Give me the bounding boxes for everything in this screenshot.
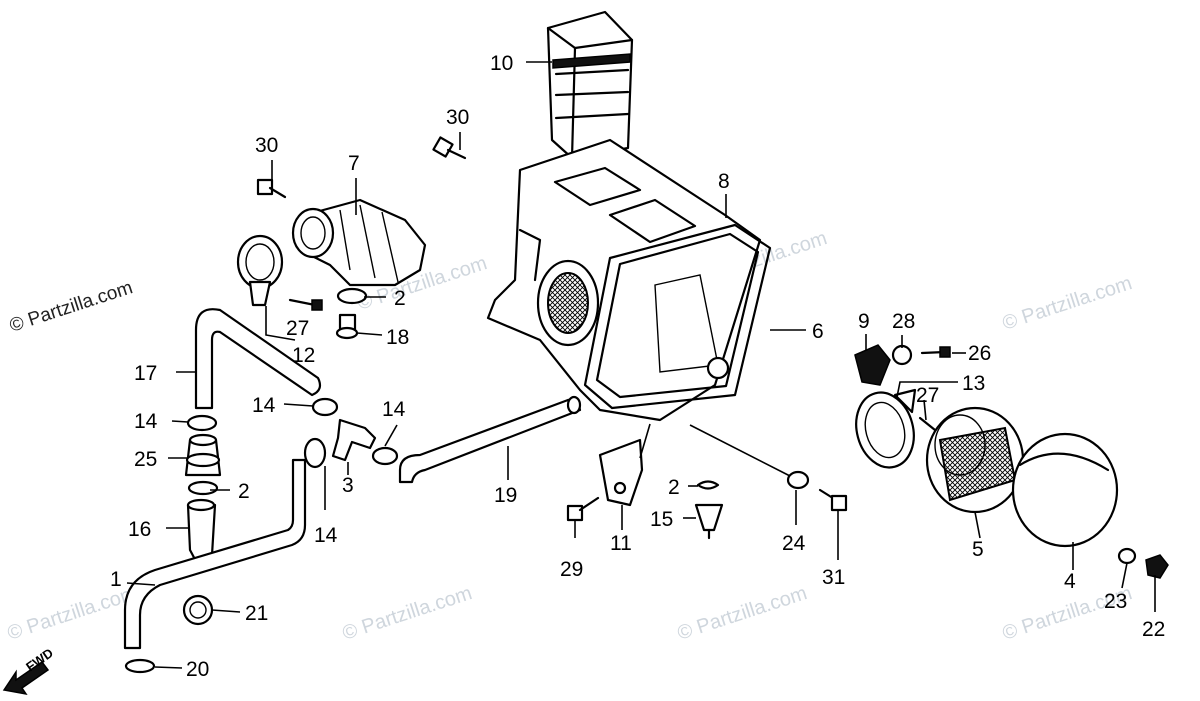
part-2-clip-upper[interactable] xyxy=(336,287,368,305)
part-15-drain-cap[interactable] xyxy=(694,503,724,540)
callout-15: 15 xyxy=(650,508,673,531)
part-27-screw-right[interactable] xyxy=(918,416,937,432)
watermark-text: © Partzilla.com xyxy=(7,277,135,337)
callout-14-a: 14 xyxy=(134,410,158,433)
callout-14-c: 14 xyxy=(382,398,406,421)
part-12-clamp-band[interactable] xyxy=(236,234,284,307)
callout-24: 24 xyxy=(782,532,806,555)
part-8-air-cleaner-case[interactable] xyxy=(486,138,772,422)
part-14-clamp-c[interactable] xyxy=(311,397,339,417)
callout-25: 25 xyxy=(134,448,157,471)
callout-10: 10 xyxy=(490,52,513,75)
watermark-text: © Partzilla.com xyxy=(1000,0,1135,1)
leader-lines xyxy=(126,61,1156,669)
callout-31: 31 xyxy=(822,566,845,589)
watermark-text: © Partzilla.com xyxy=(675,582,810,645)
part-21-clamp[interactable] xyxy=(182,594,214,626)
callout-14-d: 14 xyxy=(314,524,338,547)
part-23-washer[interactable] xyxy=(1117,547,1137,565)
part-26-screw[interactable] xyxy=(920,346,951,358)
callout-23: 23 xyxy=(1104,590,1127,613)
callout-20: 20 xyxy=(186,658,209,681)
callout-19: 19 xyxy=(494,484,517,507)
part-28-grommet[interactable] xyxy=(891,344,913,366)
part-5-filter-element[interactable] xyxy=(925,406,1025,514)
callout-3: 3 xyxy=(342,474,354,497)
callout-30-upper: 30 xyxy=(446,106,469,129)
callout-13: 13 xyxy=(962,372,985,395)
part-30-bolt-left[interactable] xyxy=(256,178,287,199)
callout-29: 29 xyxy=(560,558,583,581)
callout-4: 4 xyxy=(1064,570,1076,593)
part-24-washer[interactable] xyxy=(786,470,810,490)
fwd-arrow: FWD xyxy=(2,645,56,696)
part-29-bolt[interactable] xyxy=(566,496,600,522)
callout-11: 11 xyxy=(610,532,632,555)
callout-30-left: 30 xyxy=(255,134,278,157)
part-2-clip-left[interactable] xyxy=(187,480,219,496)
part-14-clamp-a[interactable] xyxy=(186,414,218,432)
part-18-drain-plug[interactable] xyxy=(335,313,359,340)
callout-8: 8 xyxy=(718,170,730,193)
callout-27-left: 27 xyxy=(286,317,309,340)
part-14-clamp-d[interactable] xyxy=(371,446,399,466)
callout-16: 16 xyxy=(128,518,151,541)
callout-7: 7 xyxy=(348,152,360,175)
callout-21: 21 xyxy=(245,602,268,625)
part-14-clamp-b[interactable] xyxy=(303,437,327,469)
callout-28: 28 xyxy=(892,310,915,333)
part-1-breather-tube-lower[interactable] xyxy=(123,458,307,650)
callout-17: 17 xyxy=(134,362,157,385)
part-25-joint[interactable] xyxy=(184,433,222,477)
part-30-bolt-upper[interactable] xyxy=(432,136,467,160)
watermark-text: © Partzilla.com xyxy=(670,0,805,1)
callout-9: 9 xyxy=(858,310,870,333)
callout-14-b: 14 xyxy=(252,394,276,417)
watermark-text: © Partzilla.com xyxy=(1000,272,1135,335)
callout-5: 5 xyxy=(972,538,984,561)
part-3-t-joint[interactable] xyxy=(331,418,377,462)
watermark-text: © Partzilla.com xyxy=(330,0,465,1)
part-4-filter-cover[interactable] xyxy=(1011,432,1119,548)
callout-27-right: 27 xyxy=(916,384,939,407)
part-10-intake-funnel[interactable] xyxy=(546,10,634,160)
part-31-bolt[interactable] xyxy=(818,488,848,512)
callout-2-right: 2 xyxy=(668,476,680,499)
part-17-breather-tube-upper[interactable] xyxy=(194,308,322,410)
part-11-bracket[interactable] xyxy=(598,438,644,507)
part-13-filter-band[interactable] xyxy=(848,386,922,474)
callout-6: 6 xyxy=(812,320,824,343)
callout-22: 22 xyxy=(1142,618,1165,641)
part-22-nut[interactable] xyxy=(1145,554,1169,579)
part-27-screw-left[interactable] xyxy=(288,298,323,311)
part-7-intake-boot[interactable] xyxy=(291,198,427,287)
callout-12: 12 xyxy=(292,344,315,367)
part-2-clip-right[interactable] xyxy=(696,480,720,490)
part-16-drain-tube[interactable] xyxy=(186,498,217,567)
callout-18: 18 xyxy=(386,326,409,349)
part-9-holder[interactable] xyxy=(854,344,891,386)
callout-2-left: 2 xyxy=(238,480,250,503)
part-20-clip[interactable] xyxy=(124,658,156,674)
callout-labels: 10 30 30 7 8 6 2 18 27 12 17 14 14 14 25… xyxy=(110,52,1165,681)
watermark-text: © Partzilla.com xyxy=(5,582,140,645)
callout-26: 26 xyxy=(968,342,991,365)
part-19-breather-tube-right[interactable] xyxy=(398,395,582,484)
callout-2-upper: 2 xyxy=(394,287,406,310)
callout-1: 1 xyxy=(110,568,122,591)
watermark-text: © Partzilla.com xyxy=(340,582,475,645)
